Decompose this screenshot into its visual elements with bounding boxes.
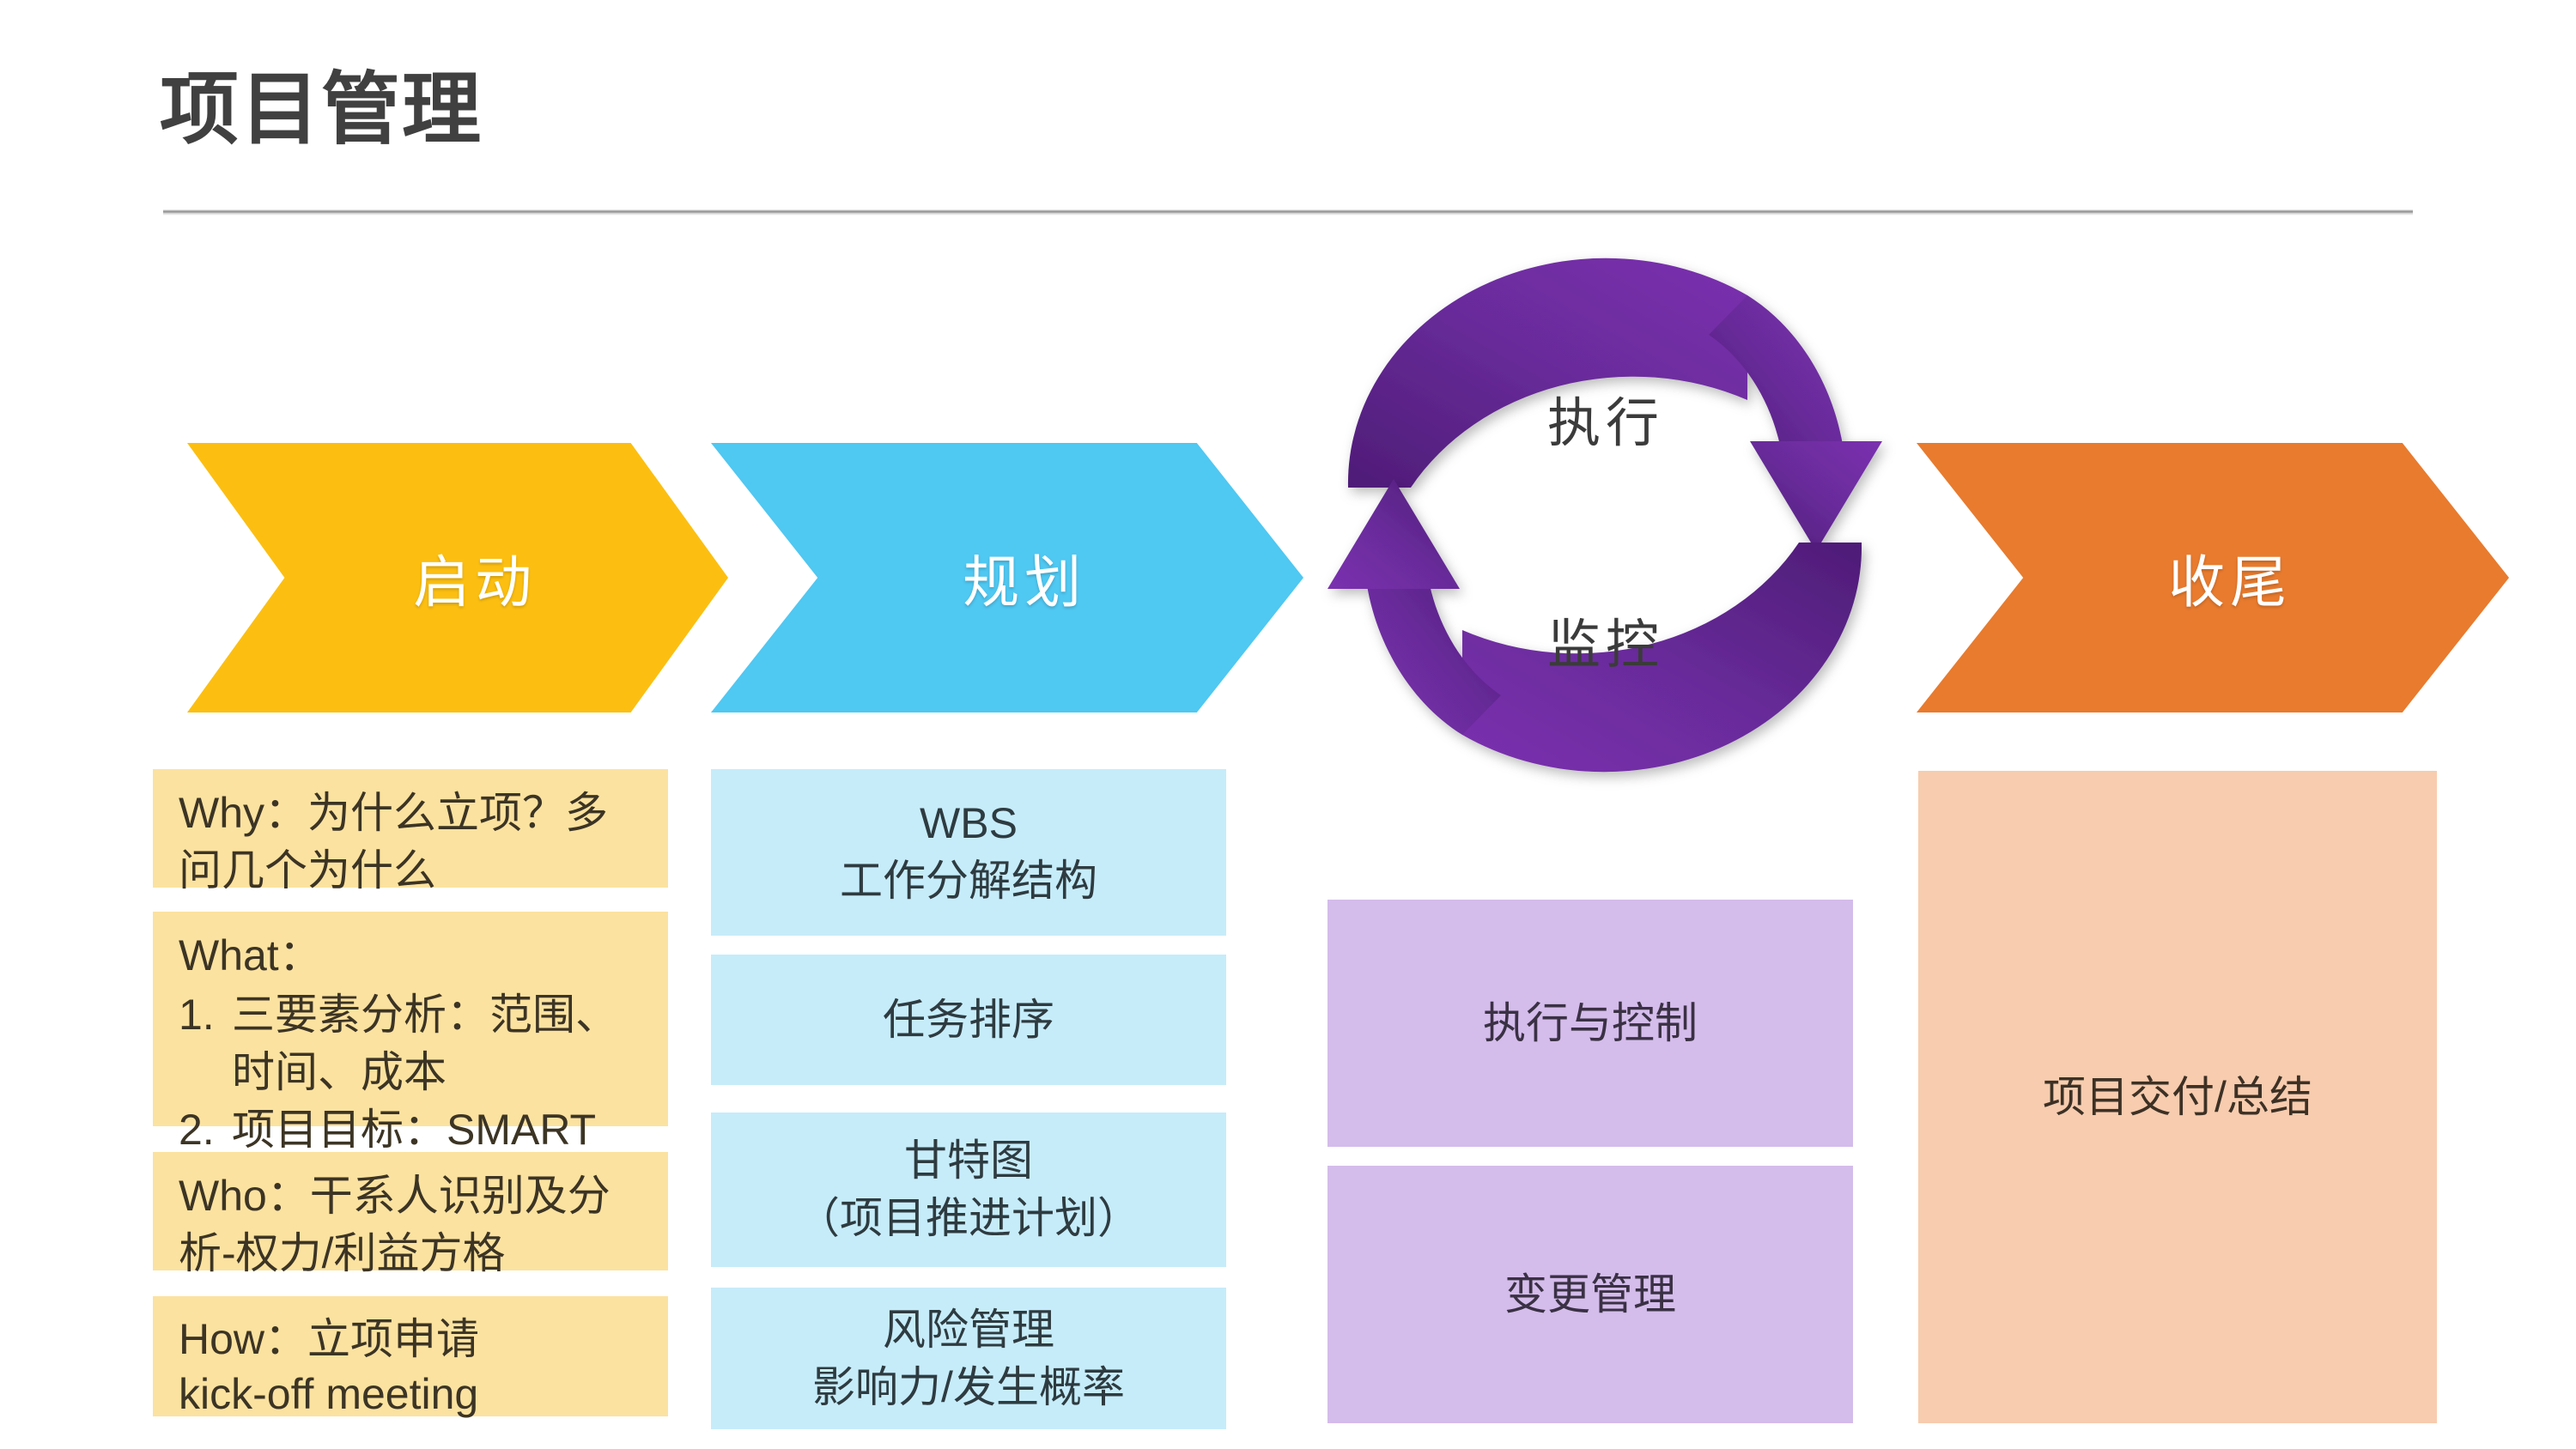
page-title: 项目管理: [160, 66, 483, 154]
phase-label-initiate: 启动: [413, 550, 538, 614]
detail-what-title: What：: [179, 931, 322, 979]
detail-wbs-line1: WBS: [920, 799, 1018, 847]
cycle-arrow-top: [1347, 258, 1882, 551]
phase-label-plan: 规划: [963, 550, 1087, 614]
detail-box-why[interactable]: Why：为什么立项？多问几个为什么: [153, 769, 668, 894]
detail-box-task-sequencing[interactable]: 任务排序: [711, 955, 1226, 1085]
list-item-line2: 时间、成本: [232, 1048, 447, 1096]
detail-risk-line2: 影响力/发生概率: [812, 1362, 1125, 1411]
detail-box-execution-control[interactable]: 执行与控制: [1327, 900, 1853, 1147]
list-item-body: 项目目标：SMART: [232, 1101, 596, 1159]
detail-gantt-text: 甘特图 （项目推进计划）: [797, 1132, 1140, 1247]
detail-change-label: 变更管理: [1504, 1270, 1676, 1319]
detail-wbs-line2: 工作分解结构: [840, 857, 1097, 905]
detail-box-who[interactable]: Who：干系人识别及分析-权力/利益方格: [153, 1152, 668, 1277]
phase-label-close: 收尾: [2168, 550, 2293, 614]
detail-box-change-management[interactable]: 变更管理: [1327, 1166, 1853, 1423]
detail-wbs-text: WBS 工作分解结构: [840, 795, 1097, 910]
detail-text-who: Who：干系人识别及分析-权力/利益方格: [179, 1172, 611, 1277]
detail-box-delivery-summary[interactable]: 项目交付/总结: [1918, 771, 2437, 1423]
list-item: 1. 三要素分析：范围、: [179, 986, 649, 1044]
phase-chevron-initiate[interactable]: 启动: [187, 443, 728, 712]
detail-text-how-line1: How：立项申请: [179, 1315, 480, 1363]
detail-gantt-line2: （项目推进计划）: [797, 1194, 1140, 1242]
title-divider: [163, 209, 2413, 215]
detail-box-how[interactable]: How：立项申请 kick-off meeting: [153, 1296, 668, 1418]
list-item-number: 2.: [179, 1106, 215, 1154]
phase-chevron-close[interactable]: 收尾: [1917, 443, 2509, 712]
cycle-label-monitor: 监控: [1546, 615, 1664, 675]
detail-sequencing-line1: 任务排序: [883, 995, 1054, 1044]
list-item-line1: 项目目标：SMART: [232, 1106, 597, 1154]
execution-monitoring-cycle: 执行 监控: [1314, 232, 1898, 798]
detail-what-list: 1. 三要素分析：范围、 时间、成本 2. 项目目标：SMART: [179, 986, 649, 1159]
cycle-arrows-icon: [1327, 258, 1882, 773]
list-item-body: 三要素分析：范围、: [232, 986, 618, 1044]
detail-box-wbs[interactable]: WBS 工作分解结构: [711, 769, 1226, 936]
detail-risk-line1: 风险管理: [883, 1305, 1054, 1354]
cycle-arrow-bottom: [1327, 479, 1862, 773]
detail-risk-text: 风险管理 影响力/发生概率: [812, 1301, 1125, 1416]
detail-box-risk[interactable]: 风险管理 影响力/发生概率: [711, 1288, 1226, 1429]
detail-execution-label: 执行与控制: [1483, 998, 1698, 1047]
detail-delivery-label: 项目交付/总结: [2043, 1072, 2312, 1121]
cycle-label-execute: 执行: [1546, 394, 1664, 453]
detail-box-gantt[interactable]: 甘特图 （项目推进计划）: [711, 1113, 1226, 1267]
detail-box-what[interactable]: What： 1. 三要素分析：范围、 时间、成本 2. 项目目标：SMART: [153, 912, 668, 1154]
phase-chevron-plan[interactable]: 规划: [711, 443, 1303, 712]
list-item-number: 1.: [179, 991, 215, 1039]
detail-text-why: Why：为什么立项？多问几个为什么: [179, 789, 608, 894]
detail-text-how-line2: kick-off meeting: [179, 1370, 479, 1418]
detail-gantt-line1: 甘特图: [904, 1137, 1033, 1185]
list-item: 2. 项目目标：SMART: [179, 1101, 649, 1159]
list-item-line1: 三要素分析：范围、: [232, 991, 618, 1039]
